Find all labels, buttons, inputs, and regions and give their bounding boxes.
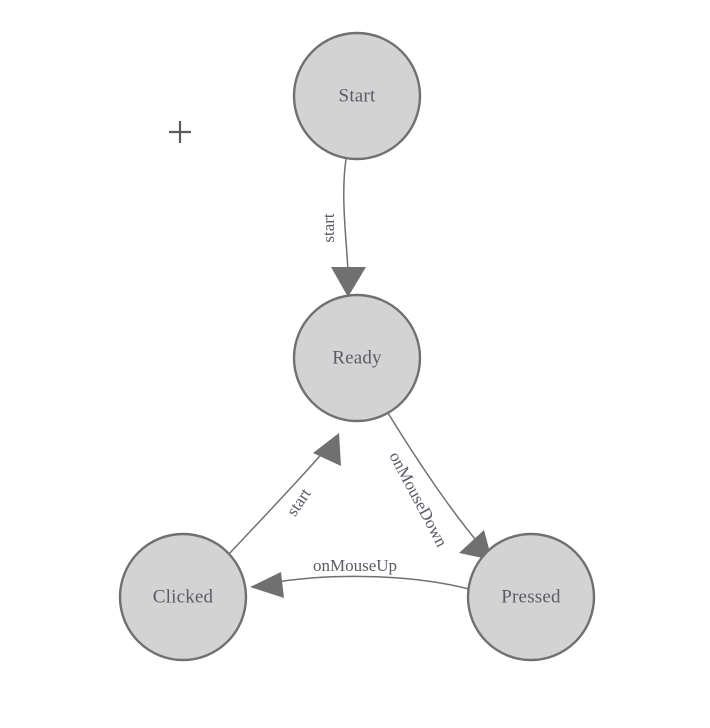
edge-clicked-to-ready[interactable]: start <box>226 433 341 557</box>
node-label-start: Start <box>339 85 376 106</box>
edge-label-pressed-to-clicked: onMouseUp <box>313 556 397 575</box>
node-label-clicked: Clicked <box>153 586 214 607</box>
edge-label-ready-to-pressed: onMouseDown <box>385 449 451 551</box>
node-start[interactable]: Start <box>292 31 422 161</box>
edge-path-start-to-ready <box>343 158 349 277</box>
edge-ready-to-pressed[interactable]: onMouseDown <box>385 412 492 560</box>
node-circle-clicked[interactable] <box>118 532 248 662</box>
edge-label-start-to-ready: start <box>319 213 338 243</box>
arrowhead-ready-to-pressed <box>459 530 492 560</box>
node-circle-ready[interactable] <box>292 293 422 423</box>
node-pressed[interactable]: Pressed <box>466 532 596 662</box>
edge-pressed-to-clicked[interactable]: onMouseUp <box>250 556 470 598</box>
nodes-layer: Start Ready Clicked Pressed <box>118 31 596 662</box>
crosshair-icon[interactable] <box>169 121 191 143</box>
node-circle-start[interactable] <box>292 31 422 161</box>
node-ready[interactable]: Ready <box>292 293 422 423</box>
node-label-ready: Ready <box>332 347 382 368</box>
edge-path-ready-to-pressed <box>387 412 481 546</box>
edge-path-pressed-to-clicked <box>270 575 470 590</box>
node-label-pressed: Pressed <box>501 586 561 607</box>
node-circle-pressed[interactable] <box>466 532 596 662</box>
edge-path-clicked-to-ready <box>226 448 327 557</box>
arrowhead-start-to-ready <box>331 267 366 297</box>
node-clicked[interactable]: Clicked <box>118 532 248 662</box>
arrowhead-pressed-to-clicked <box>250 572 284 598</box>
arrowhead-clicked-to-ready <box>313 433 341 466</box>
edge-start-to-ready[interactable]: start <box>319 158 366 297</box>
edge-label-clicked-to-ready: start <box>283 484 315 519</box>
